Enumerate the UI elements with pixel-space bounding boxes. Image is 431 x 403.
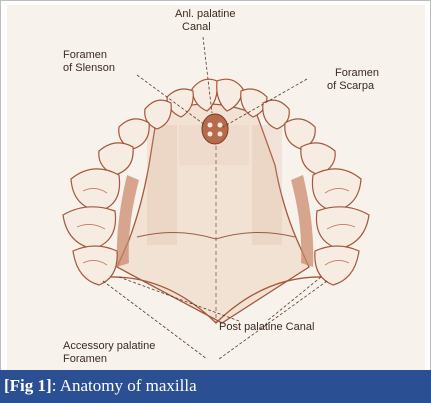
label-scarpa-line1: Foramen	[335, 67, 379, 79]
label-ant-palatine-line2: Canal	[182, 21, 211, 33]
figure-caption: [Fig 1]: Anatomy of maxilla	[4, 376, 424, 396]
maxilla-illustration: Anl. palatine Canal Foramen of Slenson F…	[7, 5, 425, 371]
label-scarpa-line2: of Scarpa	[327, 80, 375, 92]
label-stenson-line2: of Slenson	[63, 62, 115, 74]
caption-text: : Anatomy of maxilla	[52, 376, 197, 395]
incisive-foramen	[202, 114, 228, 144]
label-post-palatine: Post palatine Canal	[219, 321, 314, 333]
label-ant-palatine-line1: Anl. palatine	[175, 8, 236, 20]
caption-prefix: [Fig 1]	[4, 376, 52, 395]
label-stenson-line1: Foramen	[63, 49, 107, 61]
label-accessory-line1: Accessory palatine	[63, 340, 155, 352]
maxilla-diagram-svg: Anl. palatine Canal Foramen of Slenson F…	[7, 5, 425, 371]
label-accessory-line2: Foramen	[63, 353, 107, 365]
